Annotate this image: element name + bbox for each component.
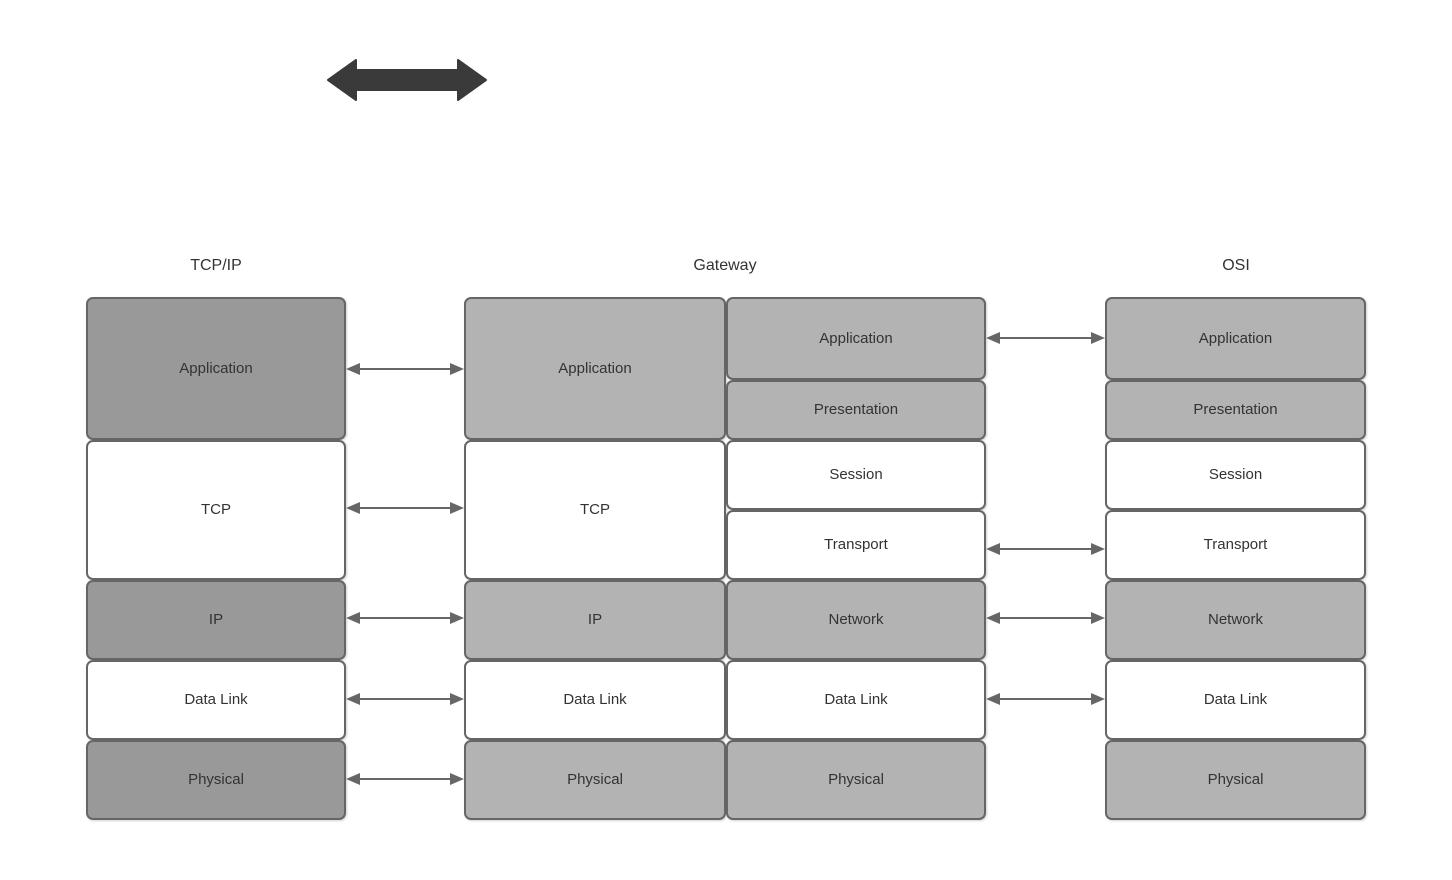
layer-osi-session[interactable]: Session <box>1105 440 1366 510</box>
double-headed-arrow-icon <box>327 59 487 101</box>
layer-gateway-left-data-link[interactable]: Data Link <box>464 660 726 740</box>
connector-arrow-tcpip-gateway-ip <box>346 612 464 624</box>
layer-osi-application[interactable]: Application <box>1105 297 1366 380</box>
layer-gateway-right-network[interactable]: Network <box>726 580 986 660</box>
layer-osi-network[interactable]: Network <box>1105 580 1366 660</box>
layer-osi-physical[interactable]: Physical <box>1105 740 1366 820</box>
connector-arrow-gateway-osi-network <box>986 612 1105 624</box>
layer-tcpip-application[interactable]: Application <box>86 297 346 440</box>
layer-gateway-right-presentation[interactable]: Presentation <box>726 380 986 440</box>
column-heading-osi: OSI <box>1222 257 1250 274</box>
layer-tcpip-data-link[interactable]: Data Link <box>86 660 346 740</box>
column-heading-gateway: Gateway <box>693 257 757 274</box>
layer-gateway-right-application[interactable]: Application <box>726 297 986 380</box>
connector-arrow-tcpip-gateway-data-link <box>346 693 464 705</box>
layer-osi-transport[interactable]: Transport <box>1105 510 1366 580</box>
layer-tcpip-physical[interactable]: Physical <box>86 740 346 820</box>
layer-gateway-right-physical[interactable]: Physical <box>726 740 986 820</box>
connector-arrow-gateway-osi-data-link <box>986 693 1105 705</box>
layer-gateway-right-data-link[interactable]: Data Link <box>726 660 986 740</box>
column-heading-tcpip: TCP/IP <box>190 257 242 274</box>
layer-tcpip-ip[interactable]: IP <box>86 580 346 660</box>
layer-tcpip-tcp[interactable]: TCP <box>86 440 346 580</box>
layer-gateway-left-ip[interactable]: IP <box>464 580 726 660</box>
connector-arrow-tcpip-gateway-application <box>346 363 464 375</box>
connector-arrow-gateway-osi-transport <box>986 543 1105 555</box>
layer-gateway-left-tcp[interactable]: TCP <box>464 440 726 580</box>
connector-arrow-gateway-osi-application <box>986 332 1105 344</box>
layer-osi-data-link[interactable]: Data Link <box>1105 660 1366 740</box>
layer-osi-presentation[interactable]: Presentation <box>1105 380 1366 440</box>
connector-arrow-tcpip-gateway-tcp <box>346 502 464 514</box>
layer-gateway-right-session[interactable]: Session <box>726 440 986 510</box>
layer-gateway-left-application[interactable]: Application <box>464 297 726 440</box>
layer-gateway-left-physical[interactable]: Physical <box>464 740 726 820</box>
connector-arrow-tcpip-gateway-physical <box>346 773 464 785</box>
layer-gateway-right-transport[interactable]: Transport <box>726 510 986 580</box>
